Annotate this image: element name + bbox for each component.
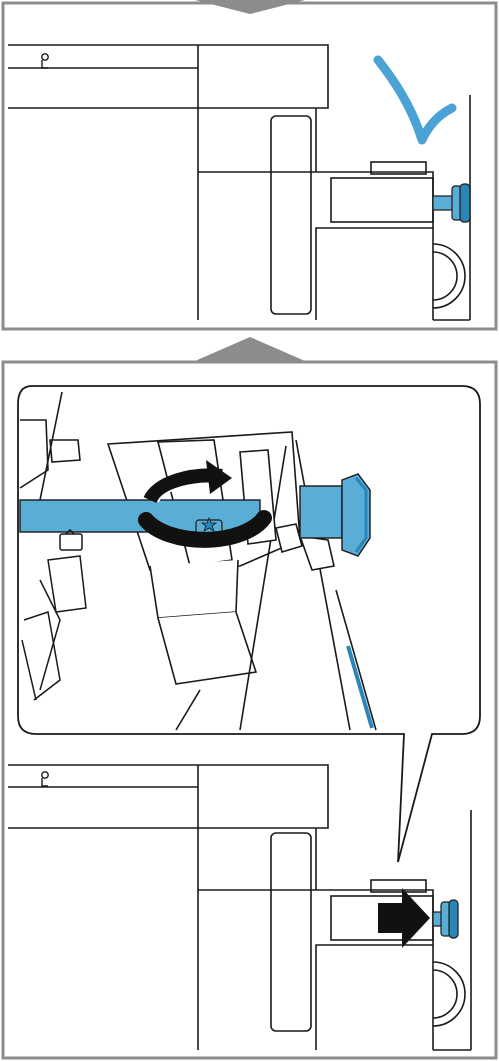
lock-icon-lower [42, 772, 48, 786]
shaft-end [300, 486, 342, 538]
push-arrow-icon [378, 888, 430, 948]
bottom-panel [3, 337, 496, 1058]
curved-arrow-icon [378, 60, 452, 140]
knob-icon [433, 184, 470, 222]
top-panel [3, 0, 496, 329]
up-arrow-icon [195, 337, 305, 361]
lock-icon [42, 54, 48, 68]
top-panel-frame [3, 3, 496, 329]
knob-icon-lower [433, 900, 458, 938]
